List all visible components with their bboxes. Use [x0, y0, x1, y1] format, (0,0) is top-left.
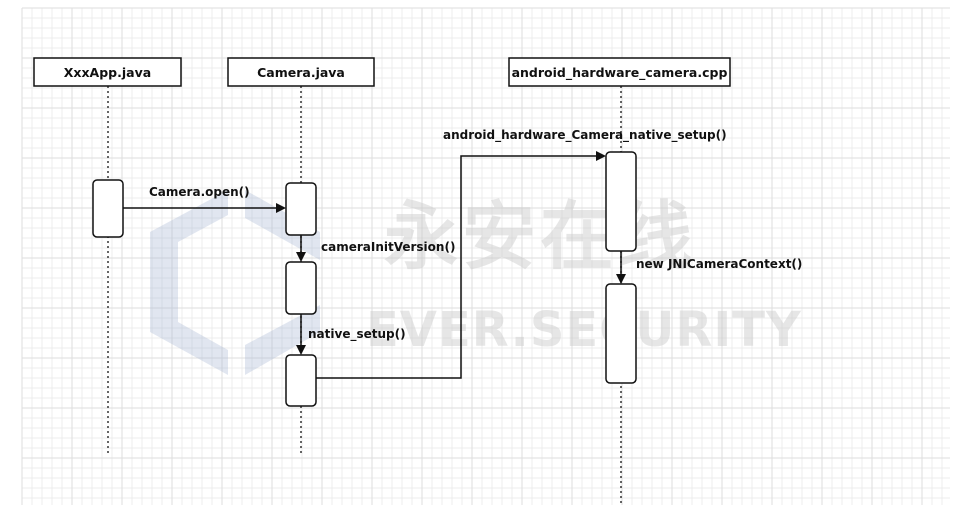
activation-camera-nativesetup[interactable] [285, 354, 317, 407]
background-grid [21, 7, 950, 505]
message-new-jni-camera-context[interactable]: new JNICameraContext() [616, 251, 802, 284]
message-label: Camera.open() [149, 185, 250, 199]
message-label: cameraInitVersion() [321, 240, 455, 254]
arrowhead-icon [296, 252, 306, 262]
arrowhead-icon [616, 274, 626, 284]
message-native-setup[interactable]: native_setup() [296, 314, 406, 355]
participant-camera[interactable]: Camera.java [227, 57, 375, 87]
arrowhead-icon [596, 151, 606, 161]
participant-box [33, 57, 182, 87]
participant-label: Camera.java [257, 65, 345, 80]
participant-label: android_hardware_camera.cpp [512, 65, 728, 81]
message-android-hardware-native-setup[interactable]: android_hardware_Camera_native_setup() [316, 128, 727, 379]
activation-xxxapp[interactable] [92, 179, 124, 238]
arrowhead-icon [276, 203, 286, 213]
participant-label: XxxApp.java [64, 65, 151, 80]
watermark-chinese-text: 永安在线 [384, 194, 696, 280]
participant-box [227, 57, 375, 87]
activation-cpp-setup[interactable] [605, 151, 637, 252]
activation-camera-initversion[interactable] [285, 261, 317, 315]
participant-xxxapp[interactable]: XxxApp.java [33, 57, 182, 87]
watermark-english-text: EVER.SECURITY [366, 302, 802, 358]
message-camera-open[interactable]: Camera.open() [123, 185, 286, 213]
watermark: 永安在线 EVER.SECURITY [150, 190, 802, 375]
message-label: android_hardware_Camera_native_setup() [443, 128, 727, 143]
activation-camera-open[interactable] [285, 182, 317, 236]
message-camera-init-version[interactable]: cameraInitVersion() [296, 235, 455, 262]
activation-cpp-context[interactable] [605, 283, 637, 384]
participant-cpp[interactable]: android_hardware_camera.cpp [508, 57, 731, 87]
message-line [316, 155, 598, 379]
participant-box [508, 57, 731, 87]
message-label: new JNICameraContext() [636, 257, 802, 271]
arrowhead-icon [296, 345, 306, 355]
message-label: native_setup() [308, 327, 406, 342]
